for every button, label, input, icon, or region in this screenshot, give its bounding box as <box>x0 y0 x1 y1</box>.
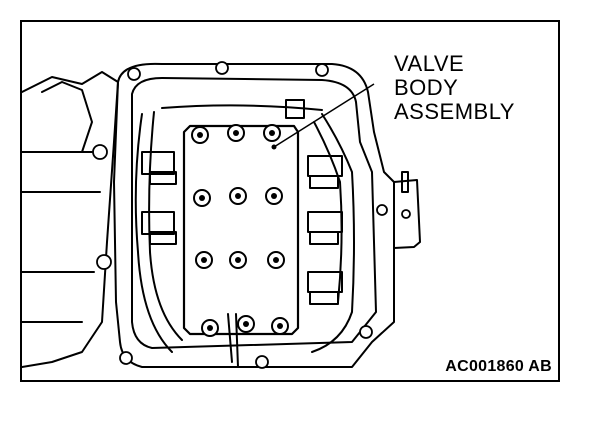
figure-frame: VALVE BODY ASSEMBLY AC001860 AB <box>20 20 560 382</box>
callout-line-2: BODY <box>394 75 459 100</box>
callout-line-3: ASSEMBLY <box>394 99 515 124</box>
callout-leader <box>273 83 375 148</box>
valve-body-illustration <box>22 61 421 369</box>
valve-body-callout: VALVE BODY ASSEMBLY <box>394 52 515 124</box>
transmission-case-left <box>22 71 119 368</box>
figure-code: AC001860 AB <box>445 358 552 375</box>
valve-body-plate <box>182 124 300 336</box>
callout-line-1: VALVE <box>394 51 465 76</box>
